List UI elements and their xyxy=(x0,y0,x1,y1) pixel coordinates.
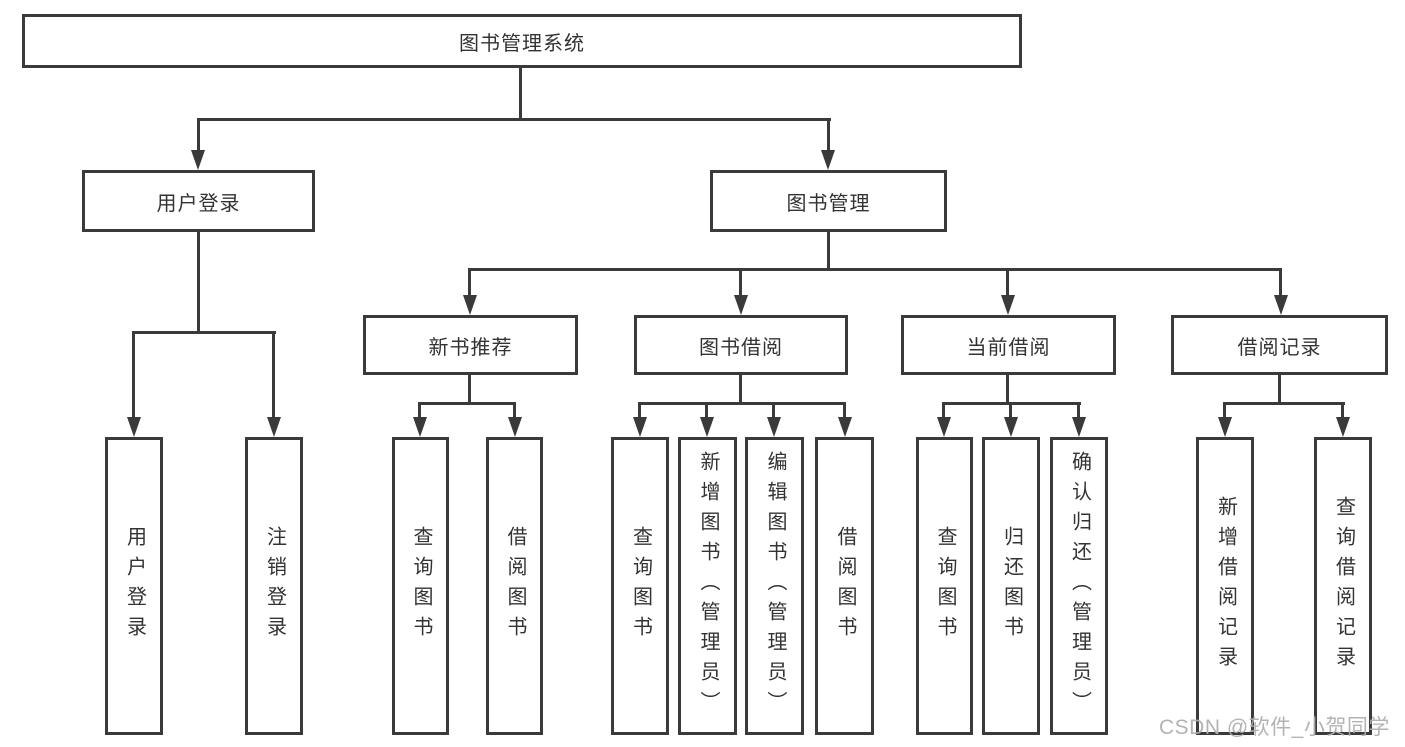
node-current-borrow: 当前借阅 xyxy=(901,315,1116,375)
arrowhead-icon xyxy=(1274,295,1288,315)
node-label: 图书管理系统 xyxy=(459,32,585,55)
leaf-label: 新增图书（管理员） xyxy=(697,451,719,721)
connector-line xyxy=(827,230,830,270)
arrowhead-icon xyxy=(1336,417,1350,437)
arrowhead-icon xyxy=(633,417,647,437)
connector-line xyxy=(827,118,830,152)
node-root-library-system: 图书管理系统 xyxy=(22,14,1022,68)
arrowhead-icon xyxy=(267,417,281,437)
connector-line xyxy=(418,402,421,419)
leaf-label: 查询图书 xyxy=(934,526,956,646)
arrowhead-icon xyxy=(1218,417,1232,437)
leaf-logout: 注销登录 xyxy=(245,437,303,735)
arrowhead-icon xyxy=(508,417,522,437)
connector-line xyxy=(1009,402,1012,419)
connector-line xyxy=(519,66,522,120)
arrowhead-icon xyxy=(413,417,427,437)
leaf-query-borrow-record: 查询借阅记录 xyxy=(1314,437,1372,735)
connector-line xyxy=(197,230,200,333)
connector-line xyxy=(739,268,742,297)
leaf-query-book-borrow: 查询图书 xyxy=(611,437,669,735)
arrowhead-icon xyxy=(1072,417,1086,437)
connector-line xyxy=(468,268,1282,271)
leaf-add-borrow-record: 新增借阅记录 xyxy=(1196,437,1254,735)
connector-line xyxy=(942,402,945,419)
leaf-edit-book-admin: 编辑图书（管理员） xyxy=(745,437,804,735)
leaf-label: 编辑图书（管理员） xyxy=(764,451,786,721)
connector-line xyxy=(1006,373,1009,405)
connector-line xyxy=(197,118,200,152)
connector-line xyxy=(739,373,742,405)
arrowhead-icon xyxy=(1004,417,1018,437)
arrowhead-icon xyxy=(821,150,835,170)
connector-line xyxy=(132,331,135,419)
node-book-management-branch: 图书管理 xyxy=(710,170,947,232)
arrowhead-icon xyxy=(127,417,141,437)
node-label: 图书借阅 xyxy=(699,336,783,359)
arrowhead-icon xyxy=(838,417,852,437)
leaf-query-book-current: 查询图书 xyxy=(916,437,973,735)
connector-line xyxy=(1223,402,1345,405)
node-label: 新书推荐 xyxy=(428,336,513,359)
connector-line xyxy=(1279,268,1282,297)
node-borrow-records: 借阅记录 xyxy=(1171,315,1388,375)
arrowhead-icon xyxy=(767,417,781,437)
node-label: 图书管理 xyxy=(786,192,871,215)
leaf-return-book: 归还图书 xyxy=(982,437,1040,735)
leaf-label: 确认归还（管理员） xyxy=(1068,451,1091,721)
leaf-label: 借阅图书 xyxy=(834,526,856,646)
leaf-confirm-return-admin: 确认归还（管理员） xyxy=(1050,437,1108,735)
arrowhead-icon xyxy=(463,295,477,315)
node-user-login-branch: 用户登录 xyxy=(82,170,315,232)
arrowhead-icon xyxy=(700,417,714,437)
connector-line xyxy=(513,402,516,419)
connector-line xyxy=(197,118,831,121)
arrowhead-icon xyxy=(1001,295,1015,315)
leaf-label: 查询借阅记录 xyxy=(1332,496,1355,676)
leaf-label: 归还图书 xyxy=(1000,526,1023,646)
leaf-query-book-newbook: 查询图书 xyxy=(392,437,449,735)
node-label: 借阅记录 xyxy=(1237,336,1322,359)
connector-line xyxy=(272,331,275,419)
connector-line xyxy=(1006,268,1009,297)
leaf-add-book-admin: 新增图书（管理员） xyxy=(678,437,737,735)
connector-line xyxy=(468,268,471,297)
leaf-user-login: 用户登录 xyxy=(105,437,163,735)
leaf-label: 查询图书 xyxy=(410,526,432,646)
connector-line xyxy=(1077,402,1080,419)
leaf-label: 查询图书 xyxy=(629,526,652,646)
connector-line xyxy=(705,402,708,419)
connector-line xyxy=(418,402,516,405)
leaf-label: 用户登录 xyxy=(123,526,146,646)
arrowhead-icon xyxy=(937,417,951,437)
connector-line xyxy=(772,402,775,419)
connector-line xyxy=(1278,373,1281,405)
node-label: 用户登录 xyxy=(156,192,241,215)
leaf-label: 新增借阅记录 xyxy=(1214,496,1237,676)
connector-line xyxy=(1341,402,1344,419)
leaf-borrow-book-borrow: 借阅图书 xyxy=(815,437,874,735)
arrowhead-icon xyxy=(191,150,205,170)
arrowhead-icon xyxy=(734,295,748,315)
connector-line xyxy=(468,373,471,405)
connector-line xyxy=(1223,402,1226,419)
leaf-label: 注销登录 xyxy=(263,526,286,646)
connector-line xyxy=(843,402,846,419)
leaf-label: 借阅图书 xyxy=(504,526,526,646)
csdn-watermark: CSDN @软件_小贺同学 xyxy=(1159,716,1390,739)
node-new-book-recommend: 新书推荐 xyxy=(363,315,578,375)
node-book-borrow: 图书借阅 xyxy=(634,315,848,375)
connector-line xyxy=(638,402,641,419)
connector-line xyxy=(638,402,846,405)
leaf-borrow-book-newbook: 借阅图书 xyxy=(486,437,543,735)
connector-line xyxy=(132,331,276,334)
node-label: 当前借阅 xyxy=(966,336,1051,359)
